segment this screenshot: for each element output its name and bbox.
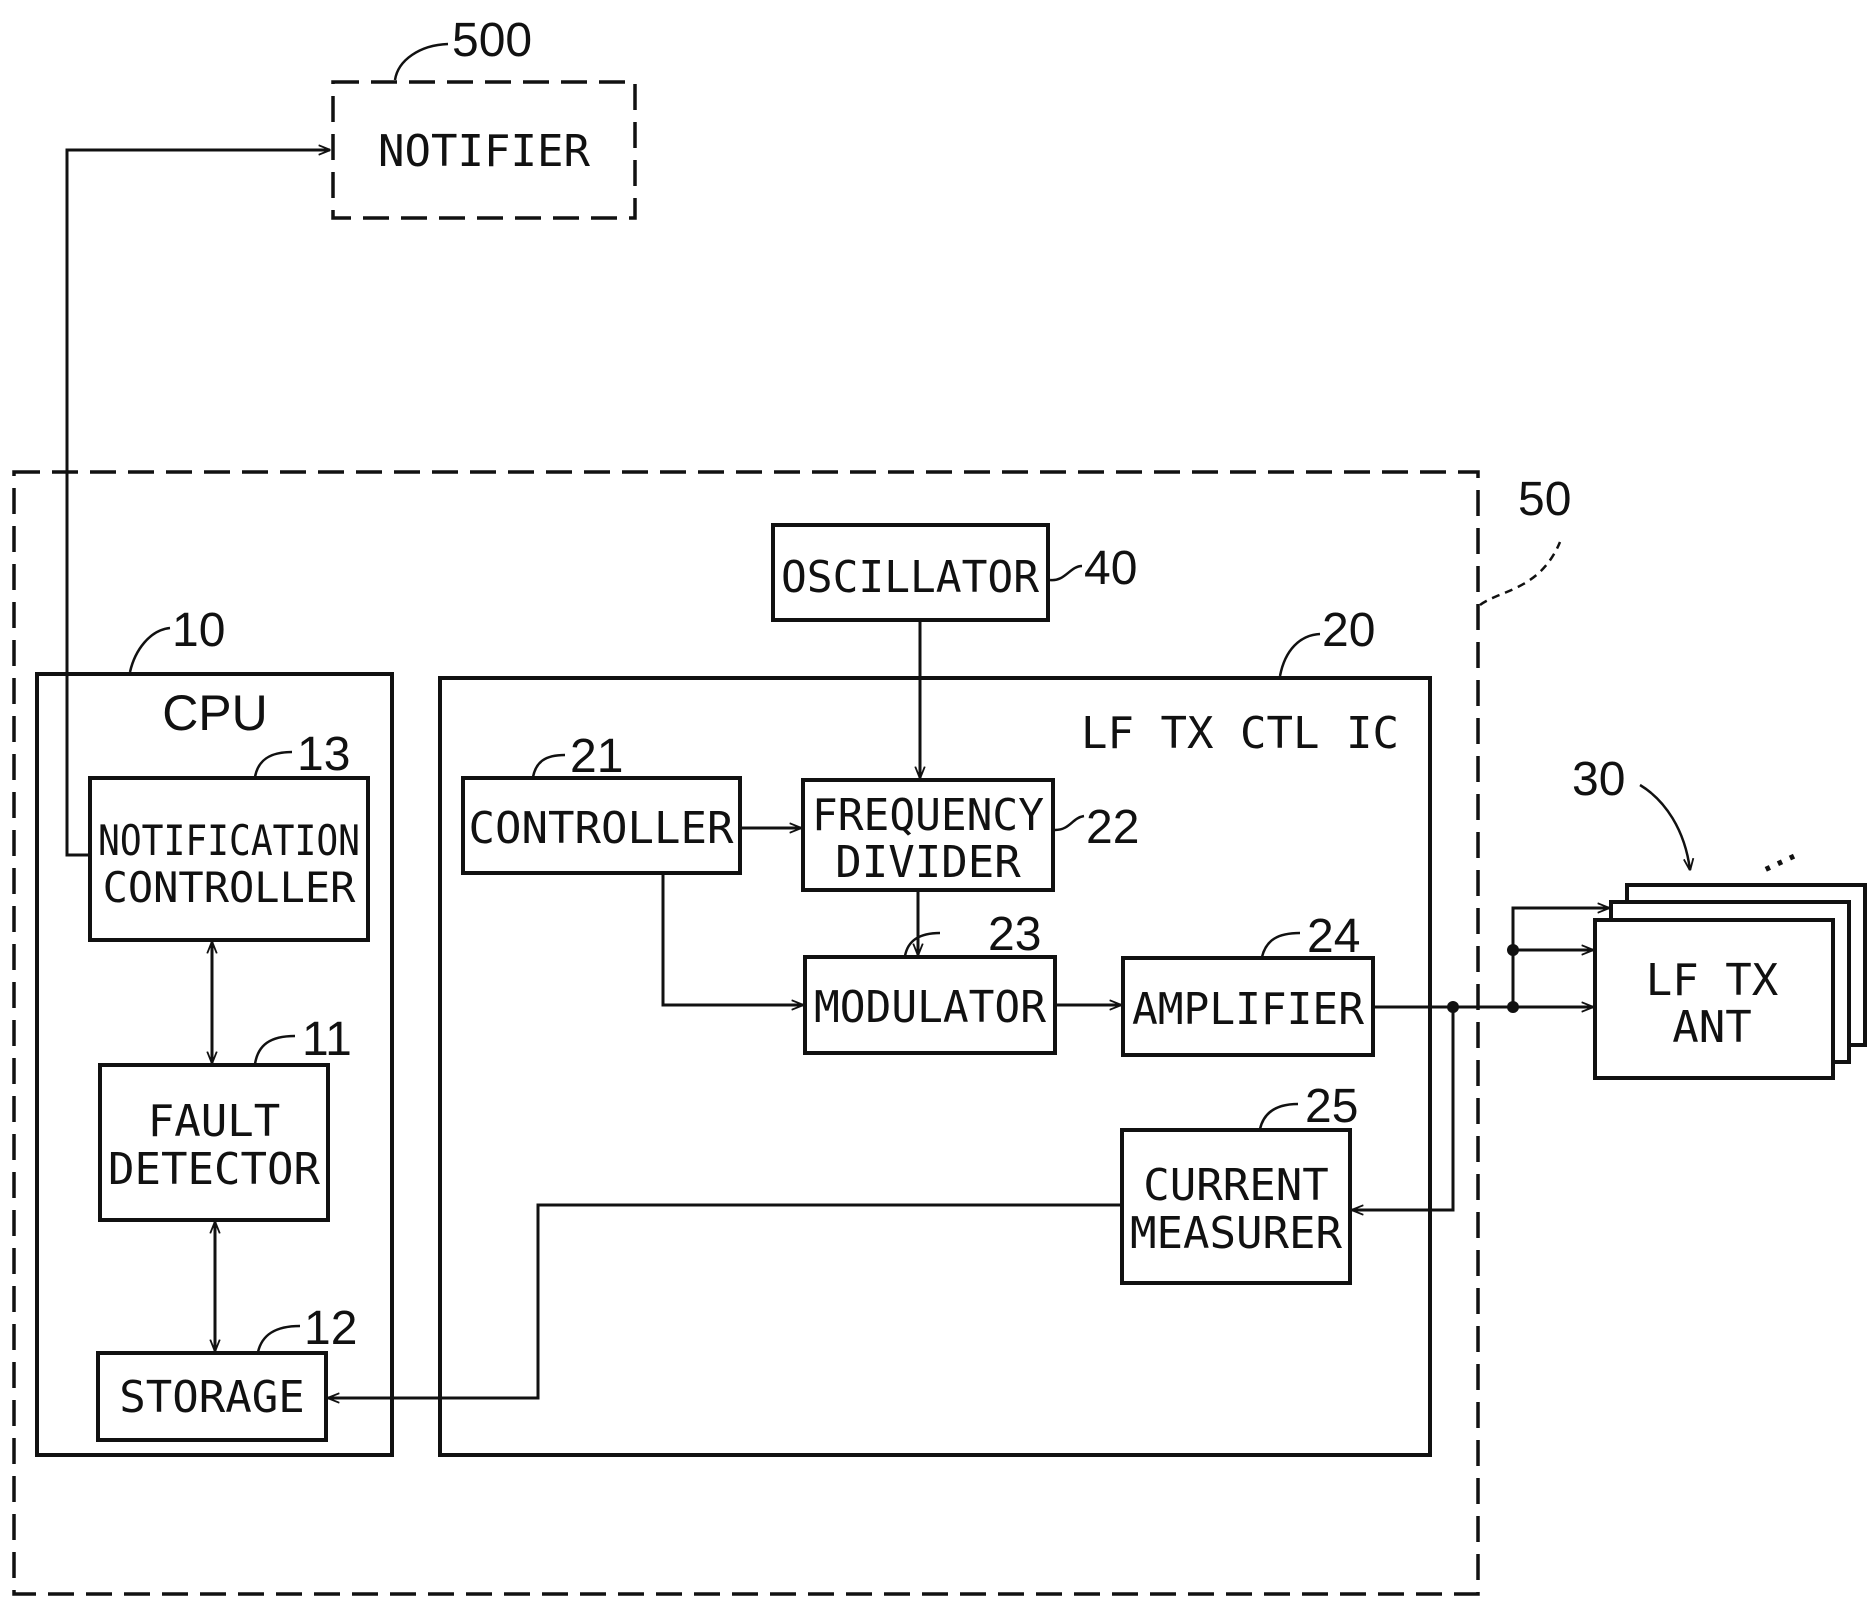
storage-ref-leader: [256, 1324, 301, 1353]
notification-controller-line2: CONTROLLER: [103, 863, 357, 912]
wire-antenna-branch-2: [1511, 908, 1609, 950]
current-measurer-block: CURRENT MEASURER 25: [1120, 1080, 1358, 1285]
fault-detector-ref: 11: [302, 1013, 352, 1066]
junction-dot: [1507, 944, 1519, 956]
current-measurer-ref-leader: [1258, 1102, 1299, 1130]
wire-output-to-current-measurer: [1352, 1007, 1455, 1210]
wire-notification-to-notifier: [65, 150, 330, 857]
storage-border: [96, 1351, 328, 1442]
amplifier-border: [1121, 956, 1375, 1057]
storage-block: STORAGE 12: [96, 1302, 357, 1442]
module-dashed-border: [12, 470, 1480, 1596]
wire-antenna-branch-1: [1511, 950, 1593, 1007]
notifier-ref-leader: [393, 42, 449, 81]
ic-ref-leader: [1278, 632, 1321, 677]
ic-ref: 20: [1322, 604, 1375, 657]
oscillator-ref: 40: [1084, 542, 1137, 595]
controller-border: [461, 776, 742, 875]
notifier-ref: 500: [452, 14, 532, 67]
antenna-ref: 30: [1572, 753, 1625, 806]
amplifier-label: AMPLIFIER: [1132, 984, 1364, 1035]
controller-label: CONTROLLER: [469, 803, 734, 854]
notification-controller-ref-leader: [253, 750, 293, 778]
wire-controller-modulator: [661, 873, 803, 1005]
fault-detector-block: FAULT DETECTOR 11: [98, 1013, 352, 1222]
module-ref: 50: [1518, 473, 1571, 526]
cpu-ref-leader: [128, 626, 171, 673]
oscillator-block: OSCILLATOR 40: [771, 523, 1137, 622]
notification-controller-ref: 13: [297, 728, 350, 781]
fault-detector-line2: DETECTOR: [108, 1144, 320, 1195]
fault-detector-border: [98, 1063, 330, 1222]
antenna-line2: ANT: [1672, 1002, 1751, 1053]
current-measurer-ref: 25: [1305, 1080, 1358, 1133]
controller-ref-leader: [531, 753, 566, 778]
controller-block: CONTROLLER 21: [461, 730, 742, 875]
module-ref-leader: [1479, 541, 1562, 607]
modulator-ref-leader: [903, 931, 941, 957]
antenna-more-ellipsis: ...: [1745, 819, 1804, 884]
frequency-divider-border: [801, 778, 1055, 892]
oscillator-ref-leader: [1049, 564, 1083, 582]
lf-tx-ctl-ic-block: LF TX CTL IC 20 CONTROLLER 21 FREQUENCY …: [438, 604, 1432, 1457]
notifier-label: NOTIFIER: [378, 126, 590, 177]
notification-controller-border: [88, 776, 370, 942]
fault-detector-line1: FAULT: [148, 1096, 280, 1147]
ic-title: LF TX CTL IC: [1081, 708, 1399, 759]
amplifier-block: AMPLIFIER 24: [1121, 910, 1375, 1057]
notification-controller-block: NOTIFICATION CONTROLLER 13: [88, 728, 370, 942]
amplifier-ref: 24: [1307, 910, 1360, 963]
oscillator-label: OSCILLATOR: [781, 552, 1039, 603]
frequency-divider-ref-leader: [1054, 814, 1085, 832]
cpu-title: CPU: [162, 685, 268, 741]
frequency-divider-block: FREQUENCY DIVIDER 22: [801, 778, 1139, 892]
controller-ref: 21: [570, 730, 623, 783]
modulator-ref: 23: [988, 908, 1041, 961]
storage-ref: 12: [304, 1302, 357, 1355]
fault-detector-ref-leader: [253, 1034, 296, 1065]
storage-label: STORAGE: [119, 1372, 304, 1423]
frequency-divider-line1: FREQUENCY: [812, 790, 1044, 841]
notification-controller-line1: NOTIFICATION: [98, 816, 360, 865]
current-measurer-line2: MEASURER: [1130, 1208, 1343, 1259]
current-measurer-line1: CURRENT: [1143, 1160, 1328, 1211]
amplifier-ref-leader: [1260, 931, 1301, 958]
modulator-label: MODULATOR: [814, 982, 1046, 1033]
lf-tx-antenna-group: LF TX ANT 30 ...: [1572, 753, 1867, 1080]
wire-current-measurer-to-storage: [328, 1203, 1122, 1398]
frequency-divider-ref: 22: [1086, 801, 1139, 854]
antenna-front-border: [1593, 918, 1835, 1080]
notifier-dashed-border: [331, 80, 637, 220]
frequency-divider-line2: DIVIDER: [835, 837, 1021, 888]
notifier-block: NOTIFIER 500: [331, 14, 637, 220]
junction-dot: [1507, 1001, 1519, 1013]
module-block: 50: [12, 470, 1571, 1596]
antenna-ref-arrow: [1639, 783, 1690, 870]
antenna-line1: LF TX: [1646, 955, 1779, 1006]
oscillator-border: [771, 523, 1050, 622]
cpu-block: CPU 10 NOTIFICATION CONTROLLER 13 FAULT …: [35, 604, 394, 1457]
connections: [65, 150, 1609, 1398]
cpu-ref: 10: [172, 604, 225, 657]
current-measurer-border: [1120, 1128, 1352, 1285]
